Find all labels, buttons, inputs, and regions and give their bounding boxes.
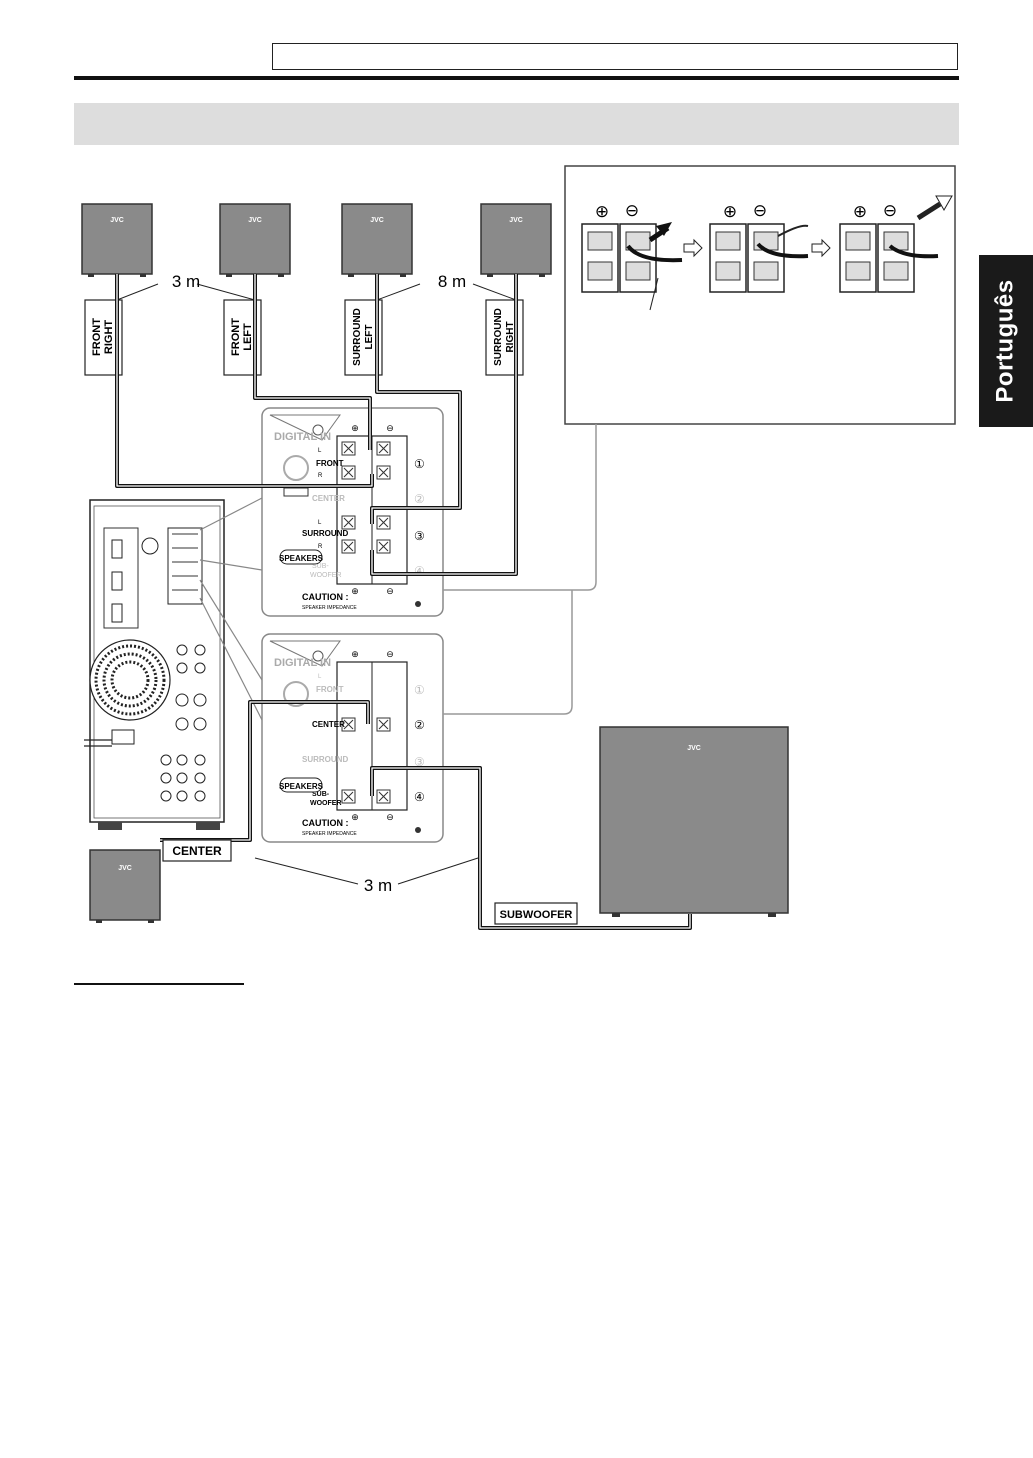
svg-text:RIGHT: RIGHT [505,321,516,352]
speaker-brand: JVC [687,745,701,752]
wire-insertion-inset: ⊕ ⊖ ⊕ ⊖ ⊕ [564,165,956,425]
svg-text:L: L [318,674,322,680]
svg-text:SUB-: SUB- [312,563,329,570]
speaker-surround-left: JVC [341,203,413,277]
svg-text:FRONT: FRONT [316,685,344,694]
svg-text:⊖: ⊖ [386,812,394,822]
svg-text:⊕: ⊕ [853,202,867,221]
svg-text:⊖: ⊖ [883,201,897,220]
distance-surround: 8 m [438,272,466,291]
speaker-brand: JVC [118,865,132,872]
svg-text:⊖: ⊖ [386,649,394,659]
speaker-center: JVC [89,849,161,923]
terminal-step-3: ⊕ ⊖ [839,195,953,293]
speaker-panel-zoom-upper: DIGITAL IN ⊕ ⊖ ⊕ ⊖ L FRONT R CENTER L SU… [261,407,444,617]
terminal-step-1: ⊕ ⊖ [581,201,683,311]
svg-text:⊕: ⊕ [351,586,359,596]
svg-text:⊖: ⊖ [753,201,767,220]
speaker-brand: JVC [110,217,124,224]
svg-text:WOOFER: WOOFER [310,800,342,807]
speaker-subwoofer: JVC [599,726,789,917]
svg-text:⊕: ⊕ [595,202,609,221]
label-center: CENTER [162,839,232,862]
label-subwoofer: SUBWOOFER [494,902,578,925]
speaker-surround-right: JVC [480,203,552,277]
svg-text:WOOFER: WOOFER [310,572,342,579]
svg-text:③: ③ [414,529,425,543]
svg-text:R: R [318,544,323,550]
receiver-rear-panel [84,499,225,830]
svg-text:CENTER: CENTER [312,720,345,729]
svg-text:FRONT: FRONT [316,459,344,468]
svg-text:LEFT: LEFT [364,325,375,350]
svg-text:SURROUND: SURROUND [493,308,504,366]
svg-text:⊖: ⊖ [386,423,394,433]
svg-text:SURROUND: SURROUND [352,308,363,366]
svg-text:CAUTION :: CAUTION : [302,818,349,828]
svg-text:⊕: ⊕ [351,423,359,433]
svg-text:R: R [318,473,323,479]
svg-text:①: ① [414,683,425,697]
section-title-band [74,103,959,145]
speaker-brand: JVC [370,217,384,224]
svg-text:SPEAKER IMPEDANCE: SPEAKER IMPEDANCE [302,831,357,837]
terminal-step-2: ⊕ ⊖ [709,201,809,293]
speaker-front-right: JVC [81,203,153,277]
svg-text:②: ② [414,492,425,506]
svg-text:CENTER: CENTER [172,844,222,858]
speaker-front-left: JVC [219,203,291,277]
svg-text:④: ④ [414,564,425,578]
footnote-rule [74,983,244,985]
svg-text:L: L [318,448,322,454]
svg-text:LEFT: LEFT [242,323,254,351]
header-rule [74,76,959,80]
svg-text:②: ② [414,718,425,732]
svg-text:L: L [318,520,322,526]
distance-front: 3 m [172,272,200,291]
svg-text:⊕: ⊕ [351,812,359,822]
header-box [272,43,958,70]
svg-text:CENTER: CENTER [312,494,345,503]
svg-text:⊕: ⊕ [723,202,737,221]
svg-text:①: ① [414,457,425,471]
speaker-panel-zoom-lower: DIGITAL IN ⊕ ⊖ ⊕ ⊖ L FRONT CENTER SURROU… [261,633,444,843]
svg-text:SPEAKERS: SPEAKERS [279,782,324,791]
svg-text:SUBWOOFER: SUBWOOFER [500,909,573,921]
svg-text:③: ③ [414,755,425,769]
svg-text:④: ④ [414,790,425,804]
svg-text:FRONT: FRONT [91,318,103,356]
svg-text:DIGITAL IN: DIGITAL IN [274,431,331,443]
svg-text:CAUTION :: CAUTION : [302,592,349,602]
speaker-brand: JVC [248,217,262,224]
svg-text:⊕: ⊕ [351,649,359,659]
svg-text:⊖: ⊖ [625,201,639,220]
language-tab[interactable]: Português [979,255,1033,427]
svg-text:SURROUND: SURROUND [302,529,348,538]
svg-text:RIGHT: RIGHT [103,320,115,355]
distance-center-sub: 3 m [364,876,392,895]
svg-text:SPEAKER IMPEDANCE: SPEAKER IMPEDANCE [302,605,357,611]
svg-text:SUB-: SUB- [312,791,330,798]
speaker-brand: JVC [509,217,523,224]
svg-text:FRONT: FRONT [230,318,242,356]
svg-text:SURROUND: SURROUND [302,755,348,764]
svg-text:SPEAKERS: SPEAKERS [279,554,324,563]
svg-text:DIGITAL IN: DIGITAL IN [274,657,331,669]
svg-text:⊖: ⊖ [386,586,394,596]
